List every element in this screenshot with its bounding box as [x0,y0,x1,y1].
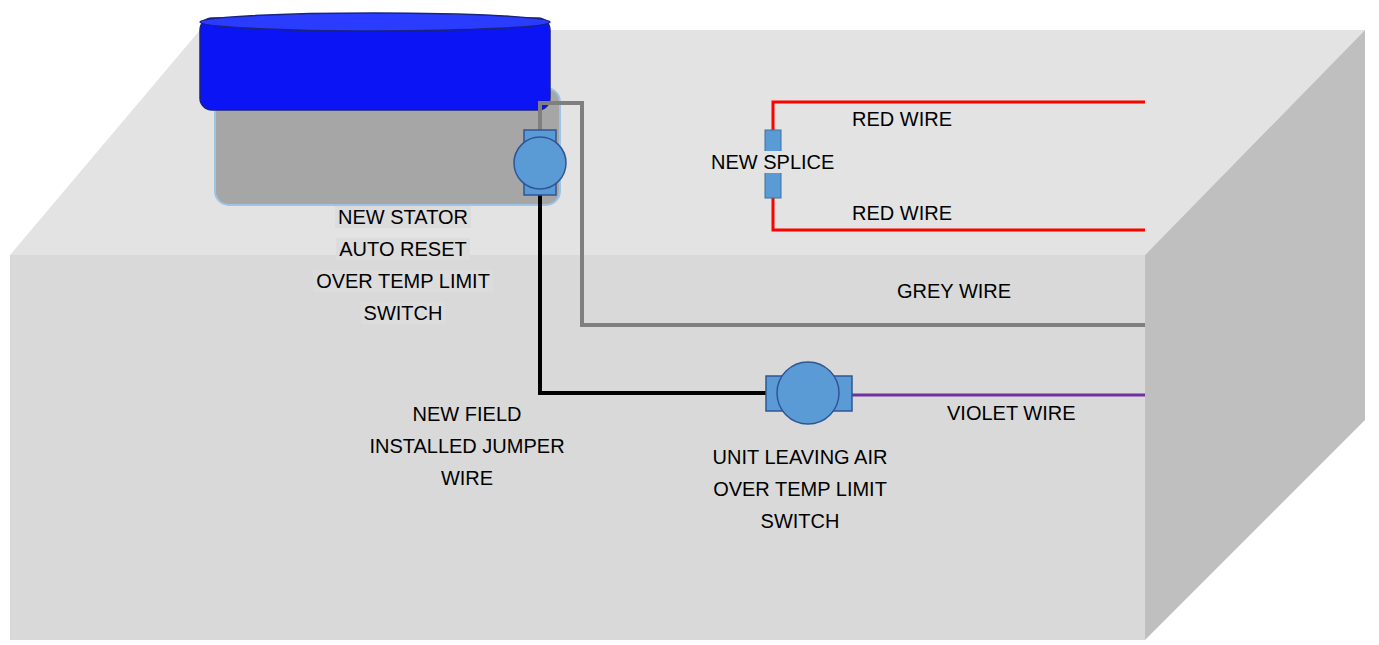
wire-label: NEW STATOR AUTO RESET OVER TEMP LIMIT SW… [307,201,499,329]
wire-label: NEW SPLICE [708,146,837,178]
wire-label: GREY WIRE [897,275,1011,307]
label-text: NEW FIELD INSTALLED JUMPER WIRE [369,403,564,489]
grey-wire [540,103,1145,325]
red-wire [773,102,1145,132]
box-right-face [1145,30,1365,640]
label-text: GREY WIRE [897,280,1011,302]
switch-symbol [777,362,839,424]
box-front-face [10,255,1145,640]
wire-label: VIOLET WIRE [947,397,1076,429]
label-text: UNIT LEAVING AIR OVER TEMP LIMIT SWITCH [713,446,888,532]
wire-label: RED WIRE [852,197,952,229]
red-wire [773,196,1145,230]
switch-symbol [514,137,566,189]
wire-label: NEW FIELD INSTALLED JUMPER WIRE [362,398,572,494]
jumper-wire [540,194,767,393]
label-text: RED WIRE [852,108,952,130]
wire-label: RED WIRE [852,103,952,135]
violet-wire [850,394,1145,397]
motor-top [200,13,550,31]
wire-label: UNIT LEAVING AIR OVER TEMP LIMIT SWITCH [700,441,900,537]
label-text: RED WIRE [852,202,952,224]
label-text: NEW STATOR AUTO RESET OVER TEMP LIMIT SW… [313,206,493,324]
label-text: NEW SPLICE [708,151,837,173]
motor-housing [200,18,550,110]
label-text: VIOLET WIRE [947,402,1076,424]
